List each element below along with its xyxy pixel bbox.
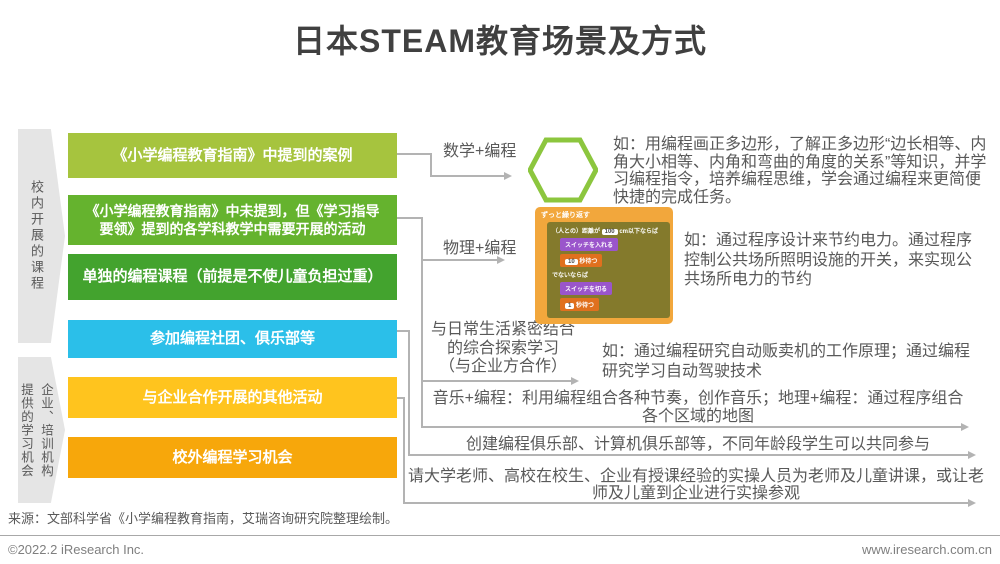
box-guide-cases-label: 《小学编程教育指南》中提到的案例 xyxy=(112,146,353,164)
arrowhead-daily xyxy=(571,377,579,385)
box-clubs-label: 参加编程社团、俱乐部等 xyxy=(149,330,315,348)
code-wait-10: 10 秒待つ xyxy=(560,254,603,267)
arrowhead-physics xyxy=(497,256,505,264)
connector-b-arrowline-music xyxy=(421,426,961,428)
row-teachers: 请大学老师、高校在校生、企业有授课经验的实操人员为老师及儿童讲课，或让老师及儿童… xyxy=(407,468,984,502)
footer-divider xyxy=(0,535,1000,536)
desc-daily: 如：通过编程研究自动贩卖机的工作原理；通过编程研究学习自动驾驶技术 xyxy=(602,343,971,380)
footer-website: www.iresearch.com.cn xyxy=(861,542,992,557)
label-math-programming: 数学+编程 xyxy=(443,143,517,160)
box-curriculum-activities-label: 《小学编程教育指南》中未提到，但《学习指导要领》提到的各学科教学中需要开展的活动 xyxy=(85,202,380,237)
code-wait-1-unit: 秒待つ xyxy=(576,303,595,309)
page-title: 日本STEAM教育场景及方式 xyxy=(292,23,707,59)
code-if-block: （人との）距離が 100 cm以下ならば スイッチを入れる 10 秒待つ でない… xyxy=(547,222,670,318)
footer-copyright: ©2022.2 iResearch Inc. xyxy=(8,542,145,557)
connector-a-arrowline xyxy=(430,175,504,177)
code-cond-post: cm以下ならば xyxy=(619,229,658,235)
box-enterprise-activities-label: 与企业合作开展的其他活动 xyxy=(142,388,323,406)
group-chevron-org: 企业、培训机构 提供的学习机会 xyxy=(18,357,65,503)
connector-b-v xyxy=(421,217,423,428)
box-clubs: 参加编程社团、俱乐部等 xyxy=(68,320,397,358)
connector-c-h xyxy=(397,330,409,332)
code-repeat-label: ずっと繰り返す xyxy=(541,212,590,219)
code-wait-1: 1 秒待つ xyxy=(560,298,600,311)
connector-d-arrowline xyxy=(403,502,968,504)
code-block-illustration: ずっと繰り返す （人との）距離が 100 cm以下ならば スイッチを入れる 10… xyxy=(535,207,673,324)
connector-d-h xyxy=(397,397,404,399)
box-curriculum-activities: 《小学编程教育指南》中未提到，但《学习指导要领》提到的各学科教学中需要开展的活动 xyxy=(68,195,397,245)
code-switch-off: スイッチを切る xyxy=(560,282,613,295)
arrowhead-math xyxy=(504,172,512,180)
code-wait-10-value: 10 xyxy=(565,259,578,265)
row-clubs: 创建编程俱乐部、计算机俱乐部等，不同年龄段学生可以共同参与 xyxy=(465,436,930,453)
code-cond-value: 100 xyxy=(601,229,618,235)
group-label-org: 企业、培训机构 提供的学习机会 xyxy=(18,382,65,478)
connector-d-v xyxy=(403,397,405,503)
box-outside-school-label: 校外编程学习机会 xyxy=(172,448,293,466)
code-if-condition: （人との）距離が 100 cm以下ならば xyxy=(552,226,666,235)
label-daily-life-line2: 的综合探索学习 xyxy=(446,339,559,357)
connector-a-h xyxy=(397,153,430,155)
box-guide-cases: 《小学编程教育指南》中提到的案例 xyxy=(68,133,397,178)
code-wait-1-value: 1 xyxy=(565,303,575,309)
group-label-school: 校内开展的课程 xyxy=(29,180,44,292)
arrowhead-clubs xyxy=(968,451,976,459)
connector-b-h xyxy=(397,217,421,219)
code-else-label: でないならば xyxy=(552,273,589,279)
box-standalone-course: 单独的编程课程（前提是不使儿童负担过重） xyxy=(68,254,397,300)
desc-math: 如：用编程画正多边形，了解正多边形“边长相等、内角大小相等、内角和弯曲的角度的关… xyxy=(613,136,987,206)
label-physics-programming: 物理+编程 xyxy=(443,240,517,257)
label-daily-life-line3: （与企业方合作） xyxy=(438,358,567,375)
connector-b-arrowline-daily xyxy=(421,380,571,382)
box-enterprise-activities: 与企业合作开展的其他活动 xyxy=(68,377,397,418)
desc-physics: 如：通过程序设计来节约电力。通过程序控制公共场所照明设施的开关，来实现公共场所电… xyxy=(684,232,973,288)
arrowhead-teachers xyxy=(968,499,976,507)
code-wait-10-unit: 秒待つ xyxy=(579,259,598,265)
box-standalone-course-label: 单独的编程课程（前提是不使儿童负担过重） xyxy=(82,268,383,286)
connector-b-arrowline-physics xyxy=(421,259,497,261)
connector-a-v xyxy=(430,153,432,176)
label-daily-life-line1: 与日常生活紧密结合 xyxy=(430,321,575,338)
connector-c-v xyxy=(408,330,410,455)
label-daily-life: 与日常生活紧密结合 的综合探索学习 （与企业方合作） xyxy=(421,321,585,377)
box-outside-school: 校外编程学习机会 xyxy=(68,437,397,478)
arrowhead-music xyxy=(961,423,969,431)
row-music-geo: 音乐+编程：利用编程组合各种节奏，创作音乐；地理+编程：通过程序组合各个区域的地… xyxy=(432,390,964,425)
hexagon-icon xyxy=(527,136,599,209)
group-chevron-school: 校内开展的课程 xyxy=(18,129,65,343)
group-label-org-line1: 企业、培训机构 xyxy=(39,382,53,478)
source-note: 来源：文部科学省《小学编程教育指南，艾瑞咨询研究院整理绘制。 xyxy=(8,511,399,526)
group-label-org-line2: 提供的学习机会 xyxy=(19,382,33,478)
code-cond-pre: （人との）距離が xyxy=(552,229,600,235)
code-switch-on: スイッチを入れる xyxy=(560,238,619,251)
connector-c-arrowline xyxy=(408,454,968,456)
